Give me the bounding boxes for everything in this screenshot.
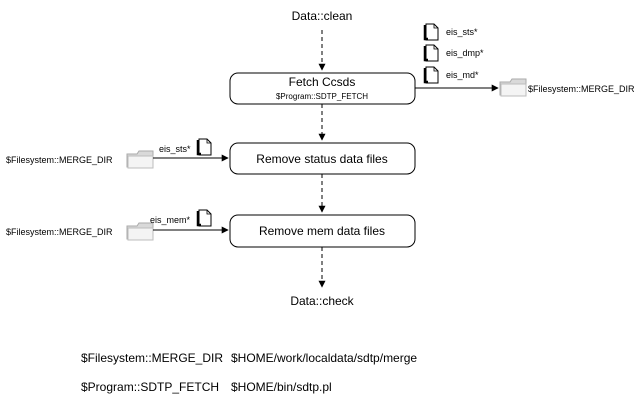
legend: $Filesystem::MERGE_DIR $HOME/work/locald… bbox=[81, 351, 417, 394]
step-title: Remove mem data files bbox=[259, 224, 385, 238]
file-icon bbox=[196, 137, 213, 157]
file-icon bbox=[423, 65, 440, 85]
folder-icon bbox=[499, 78, 527, 97]
step-remove-mem[interactable]: Remove mem data files bbox=[229, 214, 416, 248]
step-remove-status[interactable]: Remove status data files bbox=[229, 142, 416, 175]
output-file-label: eis_md* bbox=[446, 70, 479, 80]
start-node-label: Data::clean bbox=[292, 9, 353, 23]
folder-icon bbox=[126, 150, 154, 169]
output-file-label: eis_dmp* bbox=[446, 48, 484, 58]
output-dir-label: $Filesystem::MERGE_DIR bbox=[528, 84, 635, 94]
legend-name: $Filesystem::MERGE_DIR bbox=[81, 351, 223, 365]
input-dir-label: $Filesystem::MERGE_DIR bbox=[6, 227, 113, 237]
legend-name: $Program::SDTP_FETCH bbox=[81, 380, 219, 394]
legend-value: $HOME/work/localdata/sdtp/merge bbox=[231, 351, 417, 365]
input-file-label: eis_sts* bbox=[159, 144, 191, 154]
input-file-label: eis_mem* bbox=[150, 215, 191, 225]
end-node-label: Data::check bbox=[290, 294, 354, 308]
step-subtitle: $Program::SDTP_FETCH bbox=[276, 92, 368, 101]
step-fetch-ccsds[interactable]: Fetch Ccsds $Program::SDTP_FETCH bbox=[229, 72, 416, 105]
file-icon bbox=[423, 22, 440, 42]
file-icon bbox=[423, 43, 440, 63]
file-icon bbox=[196, 208, 213, 228]
input-dir-label: $Filesystem::MERGE_DIR bbox=[6, 155, 113, 165]
legend-value: $HOME/bin/sdtp.pl bbox=[231, 380, 332, 394]
step-title: Fetch Ccsds bbox=[289, 75, 356, 89]
step-title: Remove status data files bbox=[256, 152, 387, 166]
folder-icon bbox=[126, 222, 154, 241]
output-file-label: eis_sts* bbox=[446, 27, 478, 37]
